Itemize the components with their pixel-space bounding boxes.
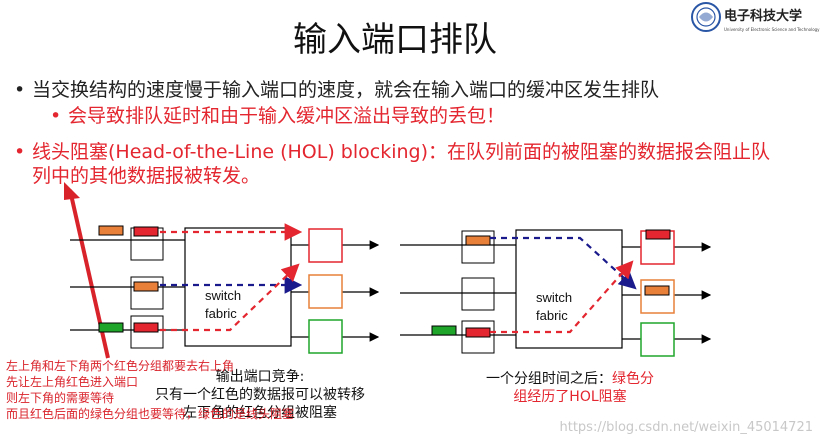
note-line-1: 左上角和左下角两个红色分组都要去右上角	[6, 359, 235, 373]
right-caption-green-label: 绿色分	[612, 371, 654, 387]
note-line-4: 而且红色后面的绿色分组也要等待，绿色的是线头阻塞	[6, 407, 295, 421]
right-diagram: switch fabric	[400, 229, 712, 357]
left-caption-line-1: 输出端口竞争:	[215, 369, 305, 385]
notes: 左上角和左下角两个红色分组都要去右上角 先让左上角红色进入端口 则左下角的需要等…	[6, 358, 294, 422]
svg-text:University of Electronic Scien: University of Electronic Science and Tec…	[724, 27, 820, 32]
left-caption-line-3: 左下角的红色分组被阻塞	[183, 405, 337, 421]
left-diagram: switch fabric	[70, 223, 380, 354]
note-line-2: 先让左上角红色进入端口	[6, 375, 139, 389]
right-caption: 一个分组时间之后：绿色分 组经历了HOL阻塞	[450, 370, 690, 406]
right-caption-line-1: 一个分组时间之后：	[486, 371, 612, 387]
note-line-3: 则左下角的需要等待	[6, 391, 115, 405]
right-caption-line-2: 组经历了HOL阻塞	[513, 389, 627, 405]
left-caption: 输出端口竞争: 只有一个红色的数据报可以被转移 左下角的红色分组被阻塞	[140, 368, 380, 422]
watermark: https://blog.csdn.net/weixin_45014721	[559, 420, 813, 435]
right-fabric-label-1: switch	[536, 290, 572, 305]
university-logo: 电子科技大学 University of Electronic Science …	[690, 0, 821, 38]
bullet-2-text: 线头阻塞(Head-of-the-Line (HOL) blocking)：在队…	[32, 141, 771, 187]
bullet-1-text: 当交换结构的速度慢于输入端口的速度，就会在输入端口的缓冲区发生排队	[32, 79, 660, 101]
right-fabric-label-2: fabric	[536, 308, 568, 323]
slide-title: 输入端口排队	[293, 20, 497, 60]
left-fabric-label-2: fabric	[205, 306, 237, 321]
bullet-1-sub-text: 会导致排队延时和由于输入缓冲区溢出导致的丢包！	[68, 105, 506, 127]
left-caption-line-2: 只有一个红色的数据报可以被转移	[155, 387, 365, 403]
left-fabric-label-1: switch	[205, 288, 241, 303]
svg-text:电子科技大学: 电子科技大学	[724, 8, 802, 24]
